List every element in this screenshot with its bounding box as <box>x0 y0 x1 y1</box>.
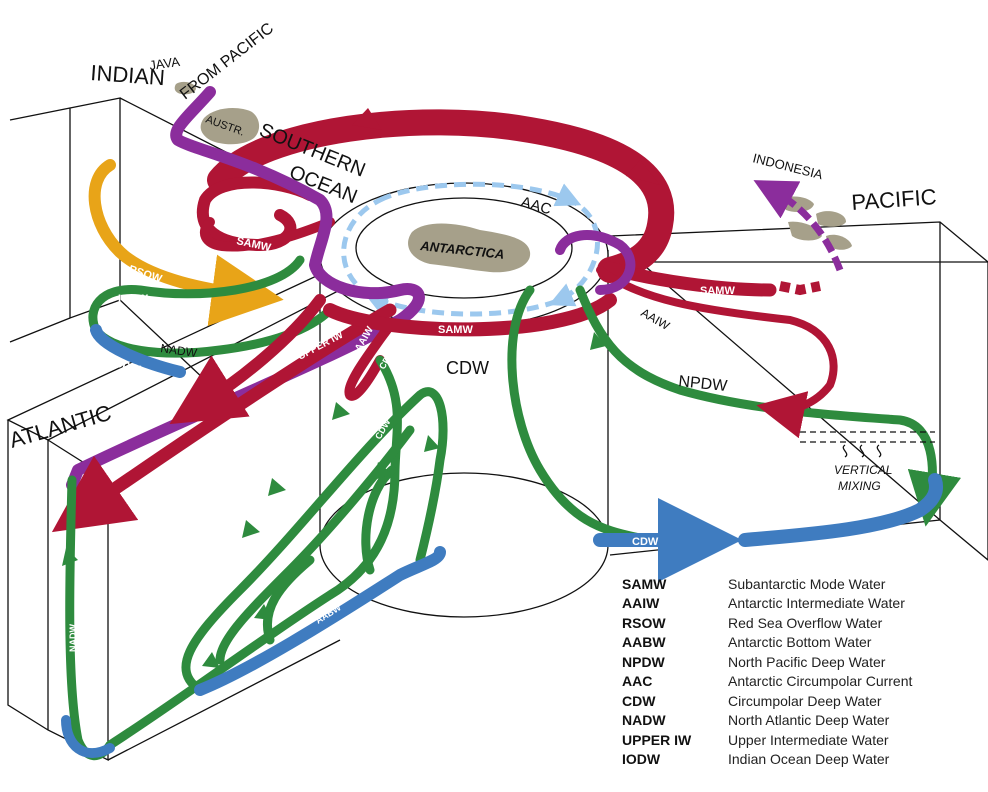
legend-desc: Indian Ocean Deep Water <box>728 751 890 768</box>
aaiw-center-red <box>344 323 393 401</box>
nadw-loop-inner-2 <box>262 555 315 645</box>
cdw-indian-blue <box>90 324 186 378</box>
nadw-atlantic-diagonal <box>105 355 402 750</box>
legend-row: UPPER IW Upper Intermediate Water <box>622 730 972 750</box>
legend-desc: Red Sea Overflow Water <box>728 614 883 631</box>
legend-abbr: IODW <box>622 751 661 768</box>
indonesia-landmass-3 <box>788 221 822 241</box>
label-cdw-pacific: CDW <box>632 536 659 548</box>
legend-abbr: RSOW <box>622 614 666 631</box>
legend-abbr: CDW <box>622 692 656 709</box>
label-aaiw-pacific: AAIW <box>639 305 673 333</box>
label-mixing: MIXING <box>838 479 881 493</box>
label-java: JAVA <box>148 54 181 73</box>
label-aaiw-indian: AAIW <box>240 253 271 268</box>
label-indian: INDIAN <box>90 60 166 90</box>
legend-abbr: AAC <box>622 673 653 690</box>
legend-row: NADW North Atlantic Deep Water <box>622 711 972 731</box>
legend-desc: Upper Intermediate Water <box>728 731 889 748</box>
legend-row: NPDW North Pacific Deep Water <box>622 652 972 672</box>
vertical-mixing-marker <box>800 431 935 458</box>
legend-desc: Antarctic Intermediate Water <box>728 595 905 612</box>
samw-ring-red <box>323 293 617 337</box>
label-indonesia: INDONESIA <box>751 150 824 182</box>
label-nadw-atlantic-vert: NADW <box>68 624 78 652</box>
nadw-loop-inner-3 <box>361 465 397 575</box>
legend-desc: Subantarctic Mode Water <box>728 575 886 592</box>
label-cdw-center: CDW <box>446 358 489 378</box>
label-samw-pacific: SAMW <box>700 285 735 297</box>
label-iodw: IODW <box>118 293 149 305</box>
upper-iw-center-red <box>169 294 326 425</box>
cdw-pacific-blue-2 <box>738 473 944 547</box>
label-nadw-indian: NADW <box>160 341 199 360</box>
label-npdw: NPDW <box>678 373 729 395</box>
label-samw-center: SAMW <box>438 324 473 336</box>
cdw-atlantic-bottom-blue <box>61 715 115 758</box>
indonesia-landmass-2 <box>816 211 846 227</box>
legend-abbr: SAMW <box>622 575 667 592</box>
legend-abbr: NPDW <box>622 653 665 670</box>
legend-desc: Circumpolar Deep Water <box>728 692 882 709</box>
label-cdw-center-small: CDW <box>377 347 397 371</box>
aabw-flow <box>194 546 446 696</box>
legend-row: IODW Indian Ocean Deep Water <box>622 750 972 770</box>
legend-row: CDW Circumpolar Deep Water <box>622 691 972 711</box>
java-landmass <box>174 81 196 95</box>
aac-ring <box>341 181 600 317</box>
indian-basin-box <box>69 97 321 381</box>
legend-desc: Antarctic Bottom Water <box>728 634 872 651</box>
legend-row: RSOW Red Sea Overflow Water <box>622 613 972 633</box>
legend-abbr: AABW <box>622 634 666 651</box>
legend-row: AABW Antarctic Bottom Water <box>622 633 972 653</box>
australia-landmass <box>200 108 260 145</box>
legend-desc: North Atlantic Deep Water <box>728 712 890 729</box>
label-pacific: PACIFIC <box>851 184 938 215</box>
pacific-basin-box <box>608 221 988 561</box>
aaiw-pacific-red <box>596 266 838 439</box>
legend-row: SAMW Subantarctic Mode Water <box>622 574 972 594</box>
cdw-pacific-green <box>507 285 645 543</box>
legend-abbr: UPPER IW <box>622 731 692 748</box>
label-from-pacific: FROM PACIFIC <box>177 20 277 103</box>
legend-abbr: AAIW <box>622 595 660 612</box>
upper-iw-atlantic-red <box>51 303 397 533</box>
label-vertical: VERTICAL <box>834 463 892 477</box>
legend-row: AAC Antarctic Circumpolar Current <box>622 672 972 692</box>
legend-desc: North Pacific Deep Water <box>728 653 886 670</box>
green-arrowheads <box>62 402 440 668</box>
label-atlantic: ATLANTIC <box>6 400 114 453</box>
nadw-atlantic-vertical <box>65 475 115 761</box>
nadw-loop-outer <box>181 387 448 695</box>
legend-desc: Antarctic Circumpolar Current <box>728 673 913 690</box>
legend-row: AAIW Antarctic Intermediate Water <box>622 594 972 614</box>
southern-ocean-red-arc <box>207 109 675 283</box>
pacific-purple <box>555 230 636 295</box>
label-nadw-atlantic-diag: NADW <box>219 523 247 550</box>
legend-abbr: NADW <box>622 712 666 729</box>
